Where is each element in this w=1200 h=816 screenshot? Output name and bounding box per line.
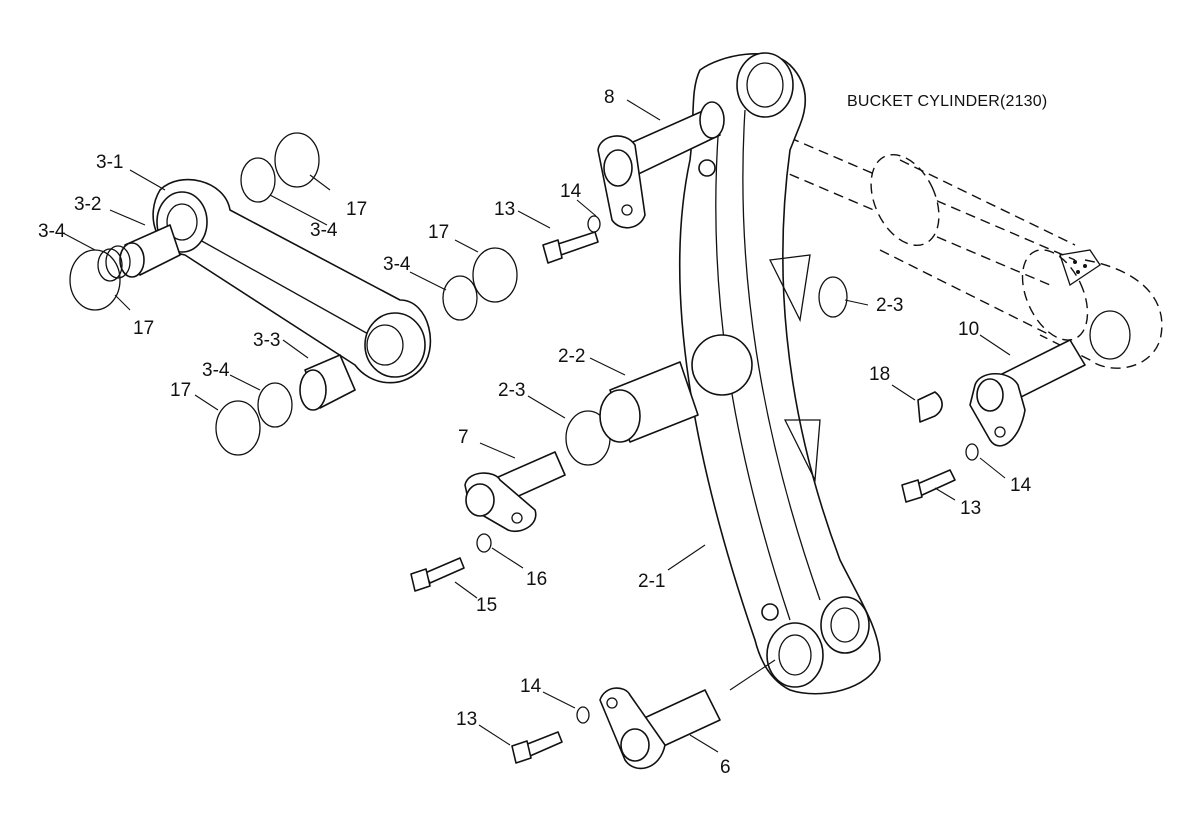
link-3-1 [152,178,432,384]
callout-3-3: 3-3 [253,330,280,351]
callout-17: 17 [133,318,154,339]
bolt-13-a [542,231,599,264]
callout-2-1: 2-1 [638,571,665,592]
callout-2-2: 2-2 [558,346,585,367]
cap-18 [917,391,943,423]
bolt-13-b [901,469,956,503]
callout-17: 17 [428,222,449,243]
callout-15: 15 [476,595,497,616]
callout-2-3: 2-3 [498,380,525,401]
pin-3-2 [119,224,181,278]
callout-3-2: 3-2 [74,194,101,215]
bolt-15 [410,557,465,592]
link-2-1 [678,52,881,695]
callout-8: 8 [604,87,615,108]
callout-3-4: 3-4 [38,221,66,242]
bolts [410,231,956,764]
diagram-title: BUCKET CYLINDER(2130) [847,93,1047,110]
leader-lines [62,99,1011,753]
callout-13: 13 [494,199,515,220]
callout-7: 7 [458,427,469,448]
pin-6 [599,687,721,770]
callout-17: 17 [346,199,367,220]
washers [476,215,979,724]
callout-13: 13 [456,709,477,730]
callout-2-3: 2-3 [876,295,903,316]
labels: BUCKET CYLINDER(2130) 8 3-1 3-2 3-4 17 3… [38,87,1047,778]
callout-3-1: 3-1 [96,152,123,173]
pin-10 [969,339,1086,447]
callout-14: 14 [520,676,542,697]
callout-18: 18 [869,364,890,385]
callout-14: 14 [1010,475,1032,496]
callout-6: 6 [720,757,731,778]
bolt-13-c [511,731,563,764]
pin-8 [597,101,725,229]
bushing-3-3 [299,354,356,411]
pin-7 [464,451,566,532]
callout-10: 10 [958,319,979,340]
callout-14: 14 [560,181,582,202]
bushing-2-2 [599,361,699,443]
callout-17: 17 [170,380,191,401]
callout-3-4: 3-4 [202,360,230,381]
callout-3-4: 3-4 [310,220,338,241]
callout-16: 16 [526,569,547,590]
callout-3-4: 3-4 [383,254,411,275]
bucket-cylinder [759,124,1163,369]
seal-rings [69,132,848,466]
callout-13: 13 [960,498,981,519]
